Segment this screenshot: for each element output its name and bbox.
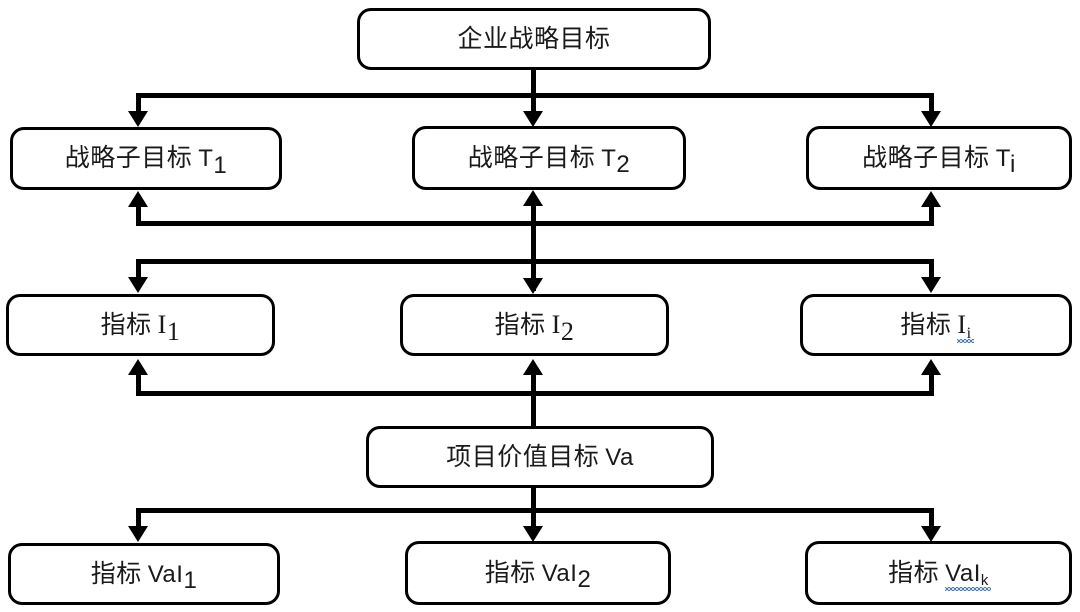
node-strategy-goal-label: 企业战略目标	[457, 25, 611, 53]
node-strategy-goal[interactable]: 企业战略目标	[357, 8, 711, 70]
arrowhead-into-indicator-i	[921, 277, 941, 293]
arrowhead-into-sub-goal-1	[128, 191, 148, 207]
arrowhead-to-sub-goal-2	[523, 111, 543, 127]
node-value-indicator-k-spellcheck: VaIk	[945, 559, 989, 589]
connector-l1-stem	[531, 70, 536, 96]
arrowhead-into-value-indicator-k	[921, 526, 941, 542]
connector-center-bidirectional-shaft	[531, 203, 536, 291]
connector-l1-drop-left	[136, 93, 141, 113]
connector-l3-in-riser-right	[929, 374, 934, 396]
connector-l5-drop-center	[531, 508, 536, 528]
arrowhead-into-indicator-2-up	[523, 359, 543, 375]
arrowhead-into-sub-goal-2	[523, 190, 543, 206]
arrowhead-into-value-indicator-2	[523, 526, 543, 542]
connector-l3-out-bar	[136, 259, 934, 264]
connector-l3-in-riser-left	[136, 374, 141, 396]
arrowhead-into-value-indicator-1	[128, 526, 148, 542]
connector-l2-in-riser-left	[136, 206, 141, 226]
connector-l5-drop-left	[136, 508, 141, 528]
connector-l2-in-riser-right	[929, 206, 934, 226]
arrowhead-into-indicator-2	[523, 278, 543, 294]
connector-l5-stem	[531, 488, 536, 510]
connector-l1-drop-center	[531, 93, 536, 113]
connector-l1-drop-right	[929, 93, 934, 113]
connector-l5-drop-right	[929, 508, 934, 528]
arrowhead-into-indicator-1-up	[128, 359, 148, 375]
arrowhead-into-indicator-i-up	[921, 359, 941, 375]
node-indicator-i-spellcheck: Ii	[957, 310, 972, 342]
arrowhead-to-sub-goal-1	[128, 111, 148, 127]
arrowhead-into-sub-goal-i	[921, 191, 941, 207]
connector-l3-out-drop-left	[136, 259, 141, 279]
connector-l3-in-riser-center	[531, 374, 536, 426]
connector-l3-out-drop-right	[929, 259, 934, 279]
arrowhead-into-indicator-1	[128, 277, 148, 293]
arrowhead-to-sub-goal-i	[921, 111, 941, 127]
